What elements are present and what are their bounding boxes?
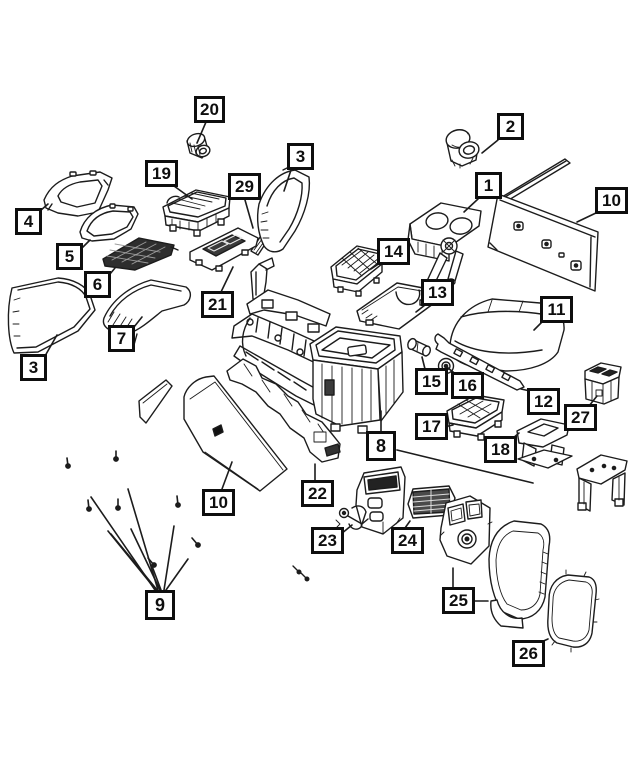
storage-tray-drawing <box>162 189 231 237</box>
shifter-plate-drawing <box>189 227 259 272</box>
callout-3-lower: 3 <box>20 354 47 381</box>
bezel-ring-drawing <box>79 203 139 242</box>
console-bin-body-drawing <box>309 326 404 434</box>
rear-vent-drawing <box>407 485 456 519</box>
bin-tray-drawing <box>446 394 505 441</box>
cup-insert-drawing <box>445 129 480 169</box>
callout-12: 12 <box>527 388 560 415</box>
side-rail-duct-drawing <box>226 358 341 463</box>
callout-13: 13 <box>421 279 454 306</box>
callout-10-upper: 10 <box>595 187 628 214</box>
rubber-mat-drawing <box>102 237 179 271</box>
egg-crate-tray-drawing <box>330 245 385 297</box>
callout-16: 16 <box>451 372 484 399</box>
rear-frame-seal-drawing <box>547 569 600 653</box>
callout-5: 5 <box>56 243 83 270</box>
cupholder-assembly-drawing <box>407 202 482 288</box>
rear-side-cover-drawing <box>488 520 551 629</box>
rear-console-panel-drawing <box>355 466 406 535</box>
callout-29: 29 <box>228 173 261 200</box>
callout-18: 18 <box>484 436 517 463</box>
callout-25: 25 <box>442 587 475 614</box>
callout-9: 9 <box>145 590 175 620</box>
callout-23: 23 <box>311 527 344 554</box>
armrest-door-drawing <box>102 279 191 346</box>
callout-11: 11 <box>540 296 573 323</box>
leader-lines <box>39 121 599 644</box>
callout-1: 1 <box>475 172 502 199</box>
callout-24: 24 <box>391 527 424 554</box>
trim-strip-top-drawing <box>501 158 571 202</box>
callout-8: 8 <box>366 431 396 461</box>
top-trim-frame-drawing <box>43 170 113 217</box>
callout-4: 4 <box>15 208 42 235</box>
callout-20: 20 <box>194 96 225 123</box>
latch-hook-drawing <box>335 505 369 531</box>
callout-2: 2 <box>497 113 524 140</box>
callout-26: 26 <box>512 640 545 667</box>
mounting-screws-drawing <box>65 450 310 582</box>
callout-21: 21 <box>201 291 234 318</box>
callout-6: 6 <box>84 271 111 298</box>
console-side-panel-upper-drawing <box>487 193 599 292</box>
support-bracket-lower-drawing <box>576 454 628 512</box>
callout-10-lower: 10 <box>202 489 235 516</box>
callout-7: 7 <box>108 325 135 352</box>
callout-15: 15 <box>415 368 448 395</box>
side-trim-lower-drawing <box>7 277 96 354</box>
callout-19: 19 <box>145 160 178 187</box>
callout-3-upper: 3 <box>287 143 314 170</box>
lamp-cylinder-drawing <box>407 337 431 357</box>
rear-switch-panel-drawing <box>439 495 493 565</box>
console-side-panel-lower-drawing <box>183 375 288 492</box>
hinge-rail-drawing <box>434 333 525 391</box>
callout-27: 27 <box>564 404 597 431</box>
trim-strip-bottom-drawing <box>138 379 173 424</box>
callout-22: 22 <box>301 480 334 507</box>
callout-17: 17 <box>415 413 448 440</box>
side-trim-upper-drawing <box>256 165 311 253</box>
mount-bracket-drawing <box>516 418 573 469</box>
callout-14: 14 <box>377 238 410 265</box>
lighter-knob-drawing <box>186 132 211 159</box>
power-outlet-housing-drawing <box>584 362 622 405</box>
